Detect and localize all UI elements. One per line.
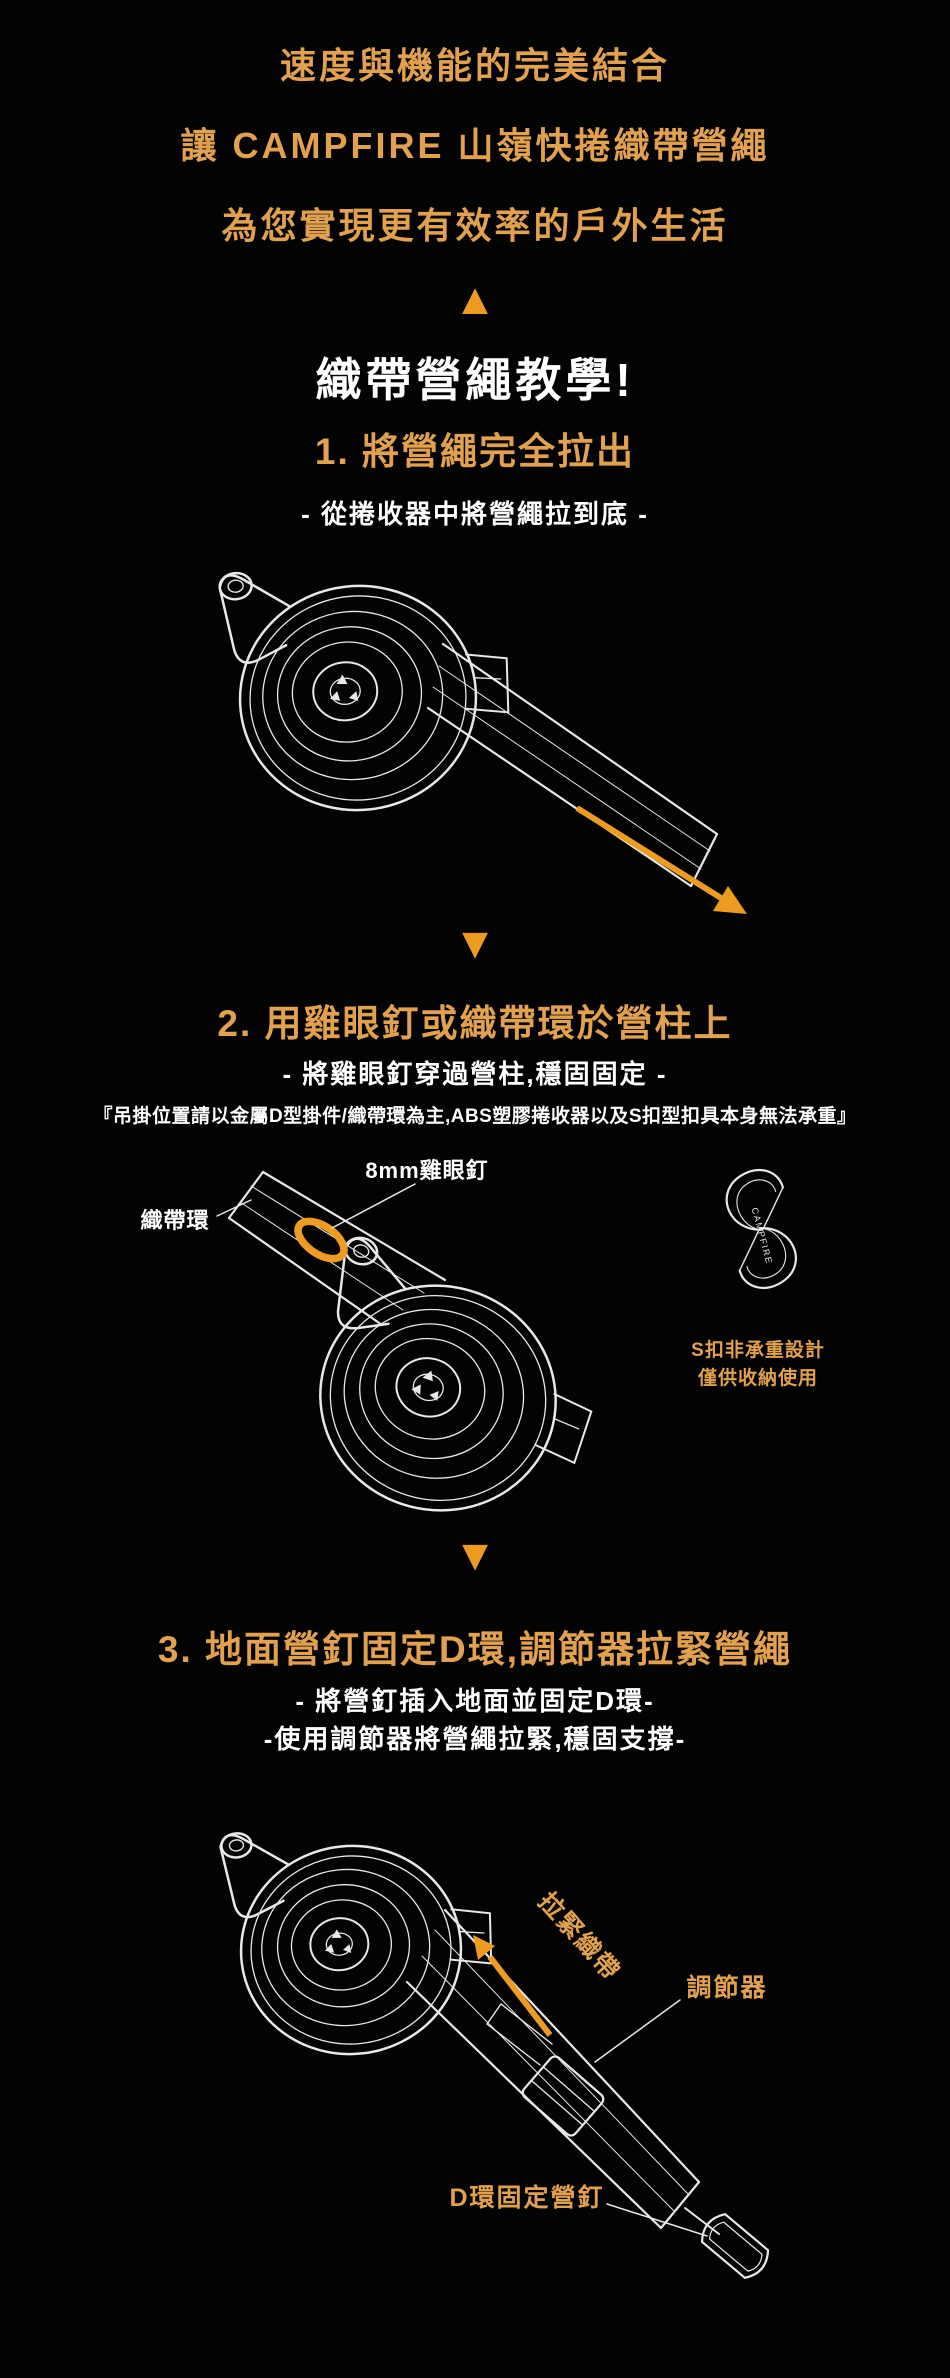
sbiner-note-line2: 僅供收納使用 — [697, 1366, 818, 1389]
step-3-section: 3. 地面營釘固定D環,調節器拉緊營繩 - 將營釘插入地面並固定D環- -使用調… — [0, 1622, 950, 2370]
webbing-strap — [227, 1170, 447, 1327]
intro-section: 速度與機能的完美結合 讓 CAMPFIRE 山嶺快捲織帶營繩 為您實現更有效率的… — [0, 0, 950, 266]
illustration-step2-attach-pole: 8mm雞眼釘 織帶環 CAMPFIRE S扣非承重設計 僅供收納使用 — [140, 1158, 825, 1512]
down-triangle-icon: ▼ — [453, 919, 497, 968]
side-clip — [534, 1393, 593, 1465]
adjuster-label: 調節器 — [686, 1973, 767, 2002]
pull-arrow-icon — [575, 805, 747, 914]
reel-device — [319, 1236, 593, 1512]
step-1-subtitle: - 從捲收器中將營繩拉到底 - — [301, 499, 649, 529]
step-1-section: 1. 將營繩完全拉出 - 從捲收器中將營繩拉到底 - — [0, 424, 950, 916]
step-2-section: 2. 用雞眼釘或織帶環於營柱上 - 將雞眼釘穿過營柱,穩固固定 - 『吊掛位置請… — [0, 996, 950, 1540]
intro-line-2: 讓 CAMPFIRE 山嶺快捲織帶營繩 — [180, 125, 770, 166]
hanging-hole — [220, 1832, 253, 1859]
hanging-hole — [218, 571, 253, 601]
adjuster-buckle — [521, 2055, 605, 2137]
side-clip — [449, 1908, 493, 1965]
step-3-subtitle-line1: - 將營釘插入地面並固定D環- — [295, 1686, 655, 1716]
s-carabiner-illustration — [725, 1168, 797, 1289]
tutorial-title: 織帶營繩教學! — [315, 354, 635, 406]
illustration-step3-tension: 拉緊織帶 調節器 D環固定營釘 — [219, 1832, 770, 2279]
tighten-arrow-icon — [473, 1935, 553, 2037]
webbing-strap — [426, 642, 719, 888]
brand-logo-icon — [324, 1929, 352, 1953]
sbiner-note-line1: S扣非承重設計 — [691, 1338, 825, 1361]
d-ring — [700, 2213, 770, 2279]
reel-device — [219, 1832, 493, 2056]
webbing-strap — [405, 1908, 720, 2235]
up-triangle-icon: ▲ — [453, 275, 497, 324]
illustration-step1-pull-out — [218, 571, 747, 914]
eyelet-highlight — [294, 1217, 348, 1263]
brand-logo-icon — [411, 1370, 439, 1401]
eyelet-label-line — [331, 1183, 416, 1229]
step-3-subtitle-line2: -使用調節器將營繩拉緊,穩固支撐- — [263, 1724, 687, 1754]
dring-label-line — [606, 2203, 708, 2237]
adjuster-label-line — [594, 1999, 681, 2063]
down-triangle-icon: ▼ — [453, 1531, 497, 1580]
webbing-loop-label: 織帶環 — [140, 1208, 209, 1233]
sbiner-brand-text: CAMPFIRE — [750, 1206, 775, 1265]
reel-device — [218, 571, 510, 812]
step-2-heading: 2. 用雞眼釘或織帶環於營柱上 — [217, 1003, 733, 1044]
side-clip — [464, 653, 510, 714]
step-2-subtitle: - 將雞眼釘穿過營柱,穩固固定 - — [282, 1059, 668, 1089]
intro-line-3: 為您實現更有效率的戶外生活 — [221, 205, 729, 246]
pull-direction-label: 拉緊織帶 — [533, 1887, 627, 1987]
step-2-warning-note: 『吊掛位置請以金屬D型掛件/織帶環為主,ABS塑膠捲收器以及S扣型扣具本身無法承… — [93, 1106, 857, 1127]
eyelet-label: 8mm雞眼釘 — [365, 1158, 488, 1183]
step-1-heading: 1. 將營繩完全拉出 — [314, 431, 636, 472]
dring-label: D環固定營釘 — [449, 2183, 604, 2212]
webbing-loop-label-line — [216, 1199, 252, 1217]
intro-line-1: 速度與機能的完美結合 — [279, 45, 670, 86]
step-3-heading: 3. 地面營釘固定D環,調節器拉緊營繩 — [157, 1629, 793, 1670]
brand-logo-icon — [329, 674, 359, 701]
